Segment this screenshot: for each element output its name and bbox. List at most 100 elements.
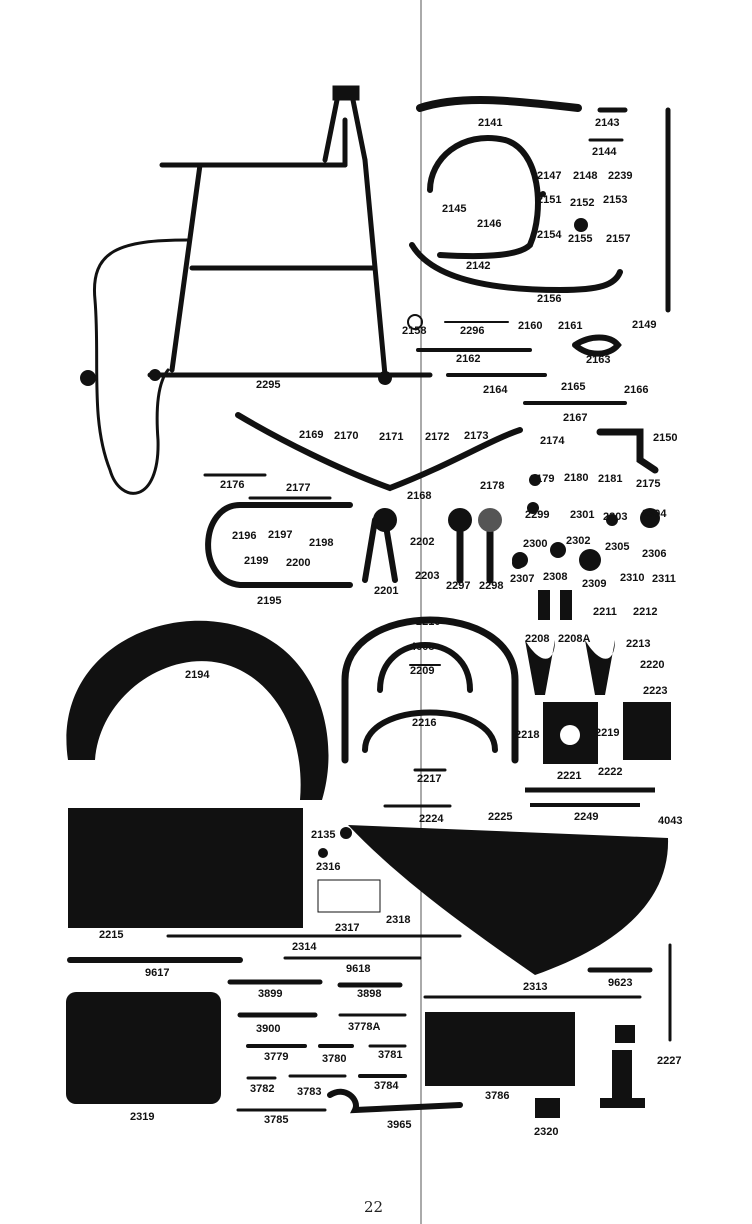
part-label-2173: 2173	[464, 430, 489, 442]
part-label-9618: 9618	[346, 963, 371, 975]
part-label-3779: 3779	[264, 1051, 289, 1063]
part-label-2318: 2318	[386, 914, 411, 926]
part-label-2216: 2216	[412, 717, 437, 729]
part-label-2155: 2155	[568, 233, 593, 245]
part-label-2249: 2249	[574, 811, 599, 823]
part-label-2306: 2306	[642, 548, 667, 560]
part-label-2298: 2298	[479, 580, 504, 592]
tool-roll-3786	[425, 1012, 575, 1086]
part-label-2220: 2220	[640, 659, 665, 671]
part-label-2209: 2209	[410, 665, 435, 677]
part-label-2175: 2175	[636, 478, 661, 490]
part-label-2224: 2224	[419, 813, 444, 825]
part-label-2296: 2296	[460, 325, 485, 337]
part-label-2143: 2143	[595, 117, 620, 129]
part-label-2317: 2317	[335, 922, 360, 934]
carrier-tube-drawing	[203, 412, 659, 500]
part-label-3781: 3781	[378, 1049, 403, 1061]
stand-drawing	[205, 502, 494, 588]
part-label-2154: 2154	[537, 229, 562, 241]
part-label-2171: 2171	[379, 431, 404, 443]
part-label-2166: 2166	[624, 384, 649, 396]
tools-drawing	[227, 967, 653, 1114]
part-label-2203: 2203	[415, 570, 440, 582]
side-panel-2313	[348, 825, 669, 975]
part-label-3898: 3898	[357, 988, 382, 1000]
part-label-2142: 2142	[466, 260, 491, 272]
part-label-3965: 3965	[387, 1119, 412, 1131]
part-label-2199: 2199	[244, 555, 269, 567]
part-label-2307: 2307	[510, 573, 535, 585]
part-label-2202: 2202	[410, 536, 435, 548]
part-label-2169: 2169	[299, 429, 324, 441]
part-label-2181: 2181	[598, 473, 623, 485]
part-label-4043: 4043	[658, 815, 683, 827]
part-label-2222: 2222	[598, 766, 623, 778]
carrier-drawing	[341, 616, 519, 808]
part-label-2179: 2179	[530, 473, 555, 485]
part-label-2177: 2177	[286, 482, 311, 494]
page-number: 22	[364, 1198, 384, 1216]
part-label-2309: 2309	[582, 578, 607, 590]
part-label-2308: 2308	[543, 571, 568, 583]
rods-drawing	[67, 934, 672, 1042]
part-label-2151: 2151	[537, 194, 562, 206]
part-label-2320: 2320	[534, 1126, 559, 1138]
part-label-2158: 2158	[402, 325, 427, 337]
part-label-2212: 2212	[633, 606, 658, 618]
part-label-2165: 2165	[561, 381, 586, 393]
part-label-2311: 2311	[652, 573, 676, 585]
part-label-2314: 2314	[292, 941, 317, 953]
part-label-3786: 3786	[485, 1090, 510, 1102]
part-label-2300: 2300	[523, 538, 548, 550]
upper-stays-drawing	[409, 96, 671, 405]
part-label-2180: 2180	[564, 472, 589, 484]
part-label-2170: 2170	[334, 430, 359, 442]
part-label-2135: 2135	[311, 829, 336, 841]
part-label-2200: 2200	[286, 557, 311, 569]
part-label-2218: 2218	[515, 729, 540, 741]
part-label-2174: 2174	[540, 435, 565, 447]
part-label-2152: 2152	[570, 197, 595, 209]
part-label-2201: 2201	[374, 585, 399, 597]
jack-drawing	[600, 1025, 645, 1108]
part-label-2316: 2316	[316, 861, 341, 873]
part-label-2178: 2178	[480, 480, 505, 492]
part-label-2176: 2176	[220, 479, 245, 491]
part-label-2225: 2225	[488, 811, 513, 823]
part-label-2196: 2196	[232, 530, 257, 542]
part-label-4008: 4008	[410, 641, 435, 653]
part-label-2144: 2144	[592, 146, 617, 158]
part-label-2313: 2313	[523, 981, 548, 993]
part-label-2219: 2219	[595, 727, 620, 739]
part-label-2157: 2157	[606, 233, 631, 245]
part-label-2304: 2304	[642, 508, 667, 520]
part-label-2145: 2145	[442, 203, 467, 215]
part-label-2148: 2148	[573, 170, 598, 182]
part-label-2163: 2163	[586, 354, 611, 366]
part-label-2217: 2217	[417, 773, 442, 785]
part-label-9623: 9623	[608, 977, 633, 989]
part-label-3780: 3780	[322, 1053, 347, 1065]
part-label-2297: 2297	[446, 580, 471, 592]
part-label-2213: 2213	[626, 638, 651, 650]
part-label-2146: 2146	[477, 218, 502, 230]
part-label-2208: 2208	[525, 633, 550, 645]
part-label-3900: 3900	[256, 1023, 281, 1035]
part-label-2211: 2211	[593, 606, 617, 618]
part-label-2223: 2223	[643, 685, 668, 697]
part-label-3778A: 3778A	[348, 1021, 381, 1033]
part-label-3784: 3784	[374, 1080, 399, 1092]
part-label-2150: 2150	[653, 432, 678, 444]
part-label-3782: 3782	[250, 1083, 275, 1095]
part-label-2310: 2310	[620, 572, 645, 584]
part-label-3785: 3785	[264, 1114, 289, 1126]
part-label-2299: 2299	[525, 509, 550, 521]
part-label-2215: 2215	[99, 929, 124, 941]
part-label-2295: 2295	[256, 379, 281, 391]
part-label-2147: 2147	[537, 170, 562, 182]
part-label-2194: 2194	[185, 669, 210, 681]
part-label-9617: 9617	[145, 967, 170, 979]
